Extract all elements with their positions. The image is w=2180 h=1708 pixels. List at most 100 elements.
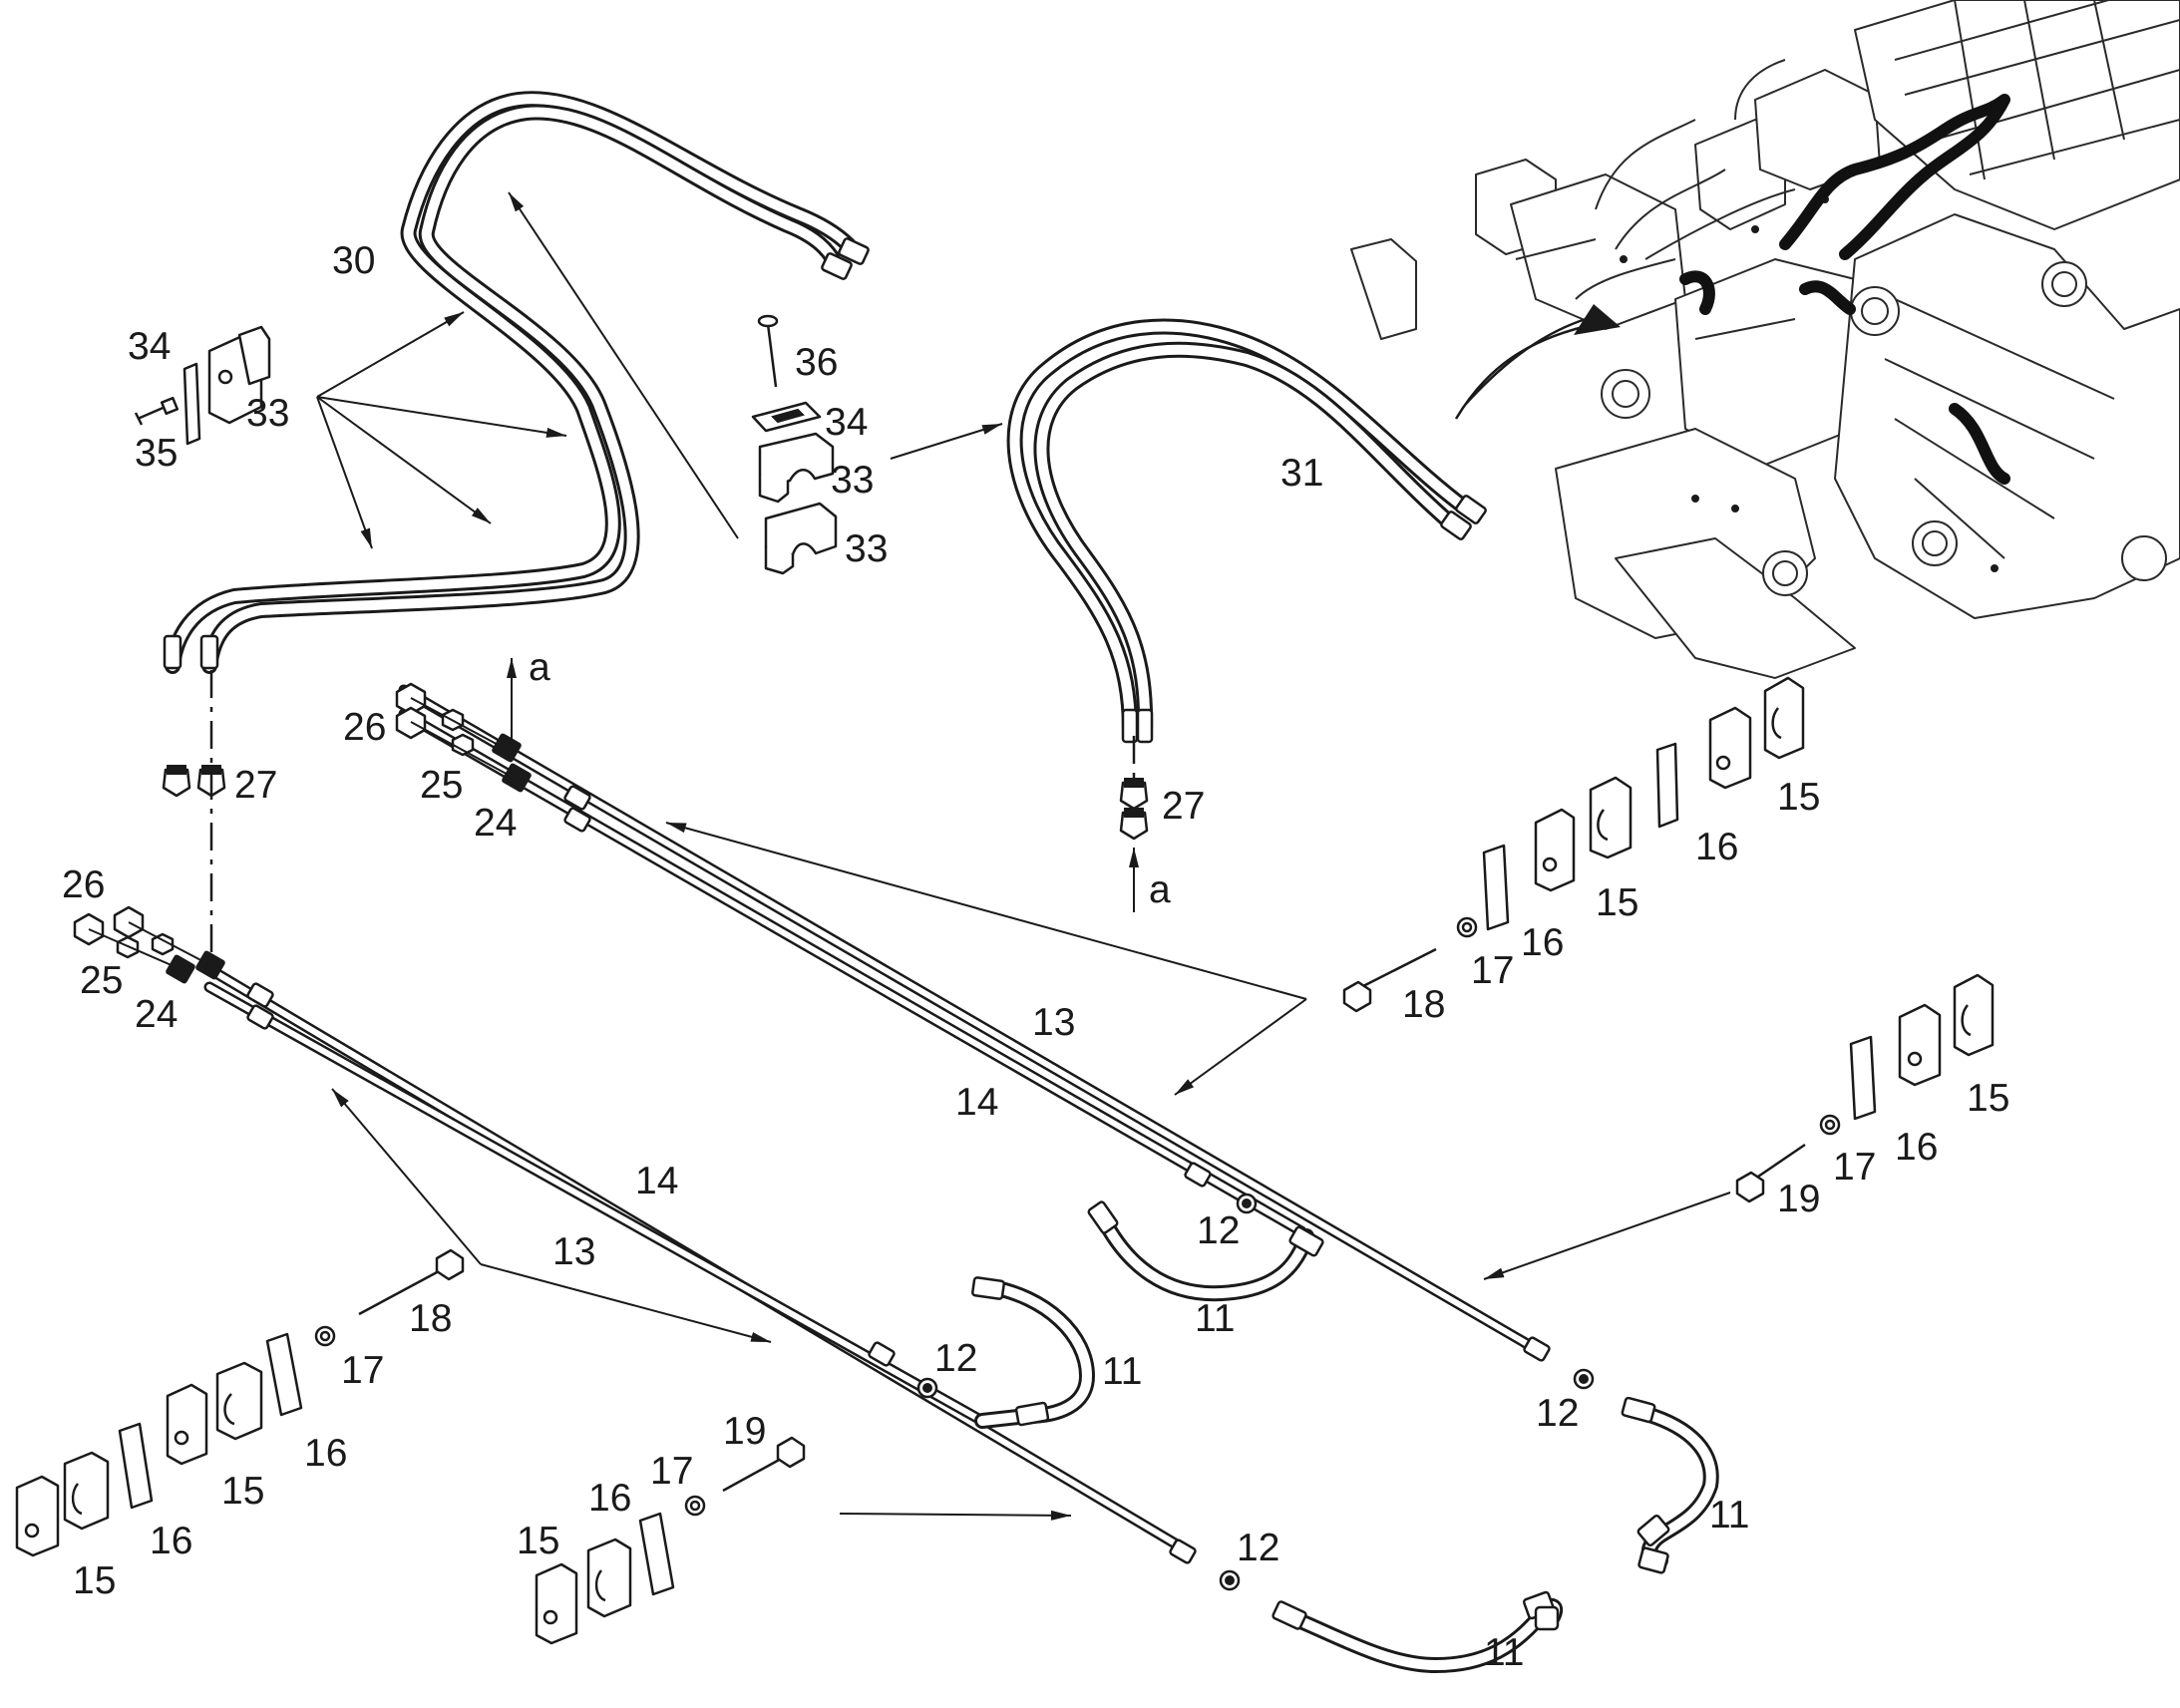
nut-27-left (162, 765, 226, 798)
label-25: 25 (420, 764, 463, 807)
label-12: 12 (1237, 1527, 1279, 1569)
label-15: 15 (221, 1470, 264, 1513)
label-16: 16 (1895, 1126, 1938, 1169)
clamp-half-icon (535, 1562, 578, 1645)
leader-arrows (316, 191, 1731, 1521)
washer-icon (1456, 916, 1478, 938)
clamp-half-icon (166, 1383, 208, 1466)
clamp-set-top-left (134, 325, 271, 446)
clamp-half-icon (215, 1361, 263, 1441)
clamp-set-lower-left (15, 1248, 465, 1557)
fitting-icon (502, 763, 532, 793)
label-11: 11 (1102, 1350, 1143, 1393)
label-16: 16 (1521, 921, 1564, 964)
pipe-13-upper (398, 684, 1537, 1352)
label-15: 15 (1967, 1077, 2009, 1120)
label-13: 13 (1032, 1001, 1075, 1044)
clamp-half-icon (237, 325, 271, 386)
hose-11-right (1621, 1396, 1719, 1574)
washer-icon (314, 1325, 336, 1347)
label-31: 31 (1280, 452, 1323, 495)
label-16: 16 (304, 1432, 347, 1475)
clamp-half-icon (15, 1475, 60, 1557)
label-19: 19 (723, 1410, 766, 1453)
label-15: 15 (73, 1559, 116, 1602)
label-14: 14 (955, 1081, 998, 1124)
label-a: a (529, 646, 550, 689)
clamp-half-icon (1953, 973, 1995, 1057)
label-13: 13 (552, 1230, 595, 1273)
bolt-icon (722, 1436, 806, 1493)
nut-12-group (916, 1193, 1595, 1591)
label-12: 12 (1197, 1209, 1240, 1252)
hose-fitting (163, 237, 870, 670)
clamp-set-top-center (751, 314, 838, 575)
nut-icon (1219, 1569, 1241, 1591)
bolt-icon (358, 1248, 465, 1316)
label-14: 14 (635, 1160, 678, 1202)
hose-30 (163, 91, 870, 674)
clamp-half-icon (1898, 1003, 1942, 1087)
label-17: 17 (1471, 949, 1514, 992)
label-17: 17 (1833, 1146, 1876, 1189)
label-26: 26 (62, 863, 105, 906)
label-35: 35 (135, 432, 178, 475)
label-17: 17 (341, 1349, 384, 1392)
label-16: 16 (150, 1520, 192, 1562)
bolt-icon (757, 314, 779, 388)
plate-icon (1655, 742, 1679, 829)
label-24: 24 (474, 802, 517, 845)
plate-icon (118, 1422, 154, 1510)
label-30: 30 (332, 239, 375, 282)
plate-icon (638, 1512, 675, 1596)
hose-11-middle (971, 1276, 1095, 1429)
clamp-half-icon (586, 1537, 632, 1618)
pipe-13-lower (203, 981, 988, 1427)
hose-fitting (1121, 495, 1487, 744)
bolt-icon (1735, 1143, 1806, 1203)
clamp-half-icon (1589, 776, 1633, 859)
nut-icon (1119, 808, 1149, 841)
hose-31 (1006, 318, 1487, 744)
clamp-half-icon (1534, 808, 1576, 892)
plate-icon (1482, 844, 1510, 931)
nut-icon (451, 733, 475, 757)
pipe-14-upper (398, 708, 1307, 1237)
part-labels: 30 34 33 35 36 34 33 33 31 27 27 a a 26 … (62, 239, 2009, 1674)
plate-icon (182, 362, 201, 446)
label-16: 16 (588, 1477, 631, 1520)
hose-11-bottom (1272, 1590, 1564, 1673)
nut-27-right (1119, 778, 1149, 841)
clamp-half-icon (63, 1451, 110, 1531)
nut-icon (1236, 1193, 1258, 1214)
bolt-icon (134, 396, 180, 426)
label-19: 19 (1777, 1178, 1820, 1220)
plate-icon (751, 401, 822, 433)
label-15: 15 (517, 1520, 559, 1562)
label-36: 36 (795, 341, 838, 384)
plate-icon (1849, 1035, 1877, 1121)
label-26: 26 (343, 706, 386, 749)
label-34: 34 (825, 401, 868, 444)
pipe-fittings (246, 785, 1551, 1564)
clamp-half-icon (1763, 676, 1805, 760)
label-a: a (1149, 868, 1171, 911)
label-27: 27 (234, 764, 277, 807)
fitting-set-lower (73, 905, 225, 984)
label-11: 11 (1195, 1297, 1236, 1340)
nut-icon (162, 765, 191, 798)
clamp-half-icon (1708, 706, 1752, 790)
nut-icon (916, 1377, 938, 1399)
label-12: 12 (934, 1337, 977, 1380)
clamp-set-lower-middle (535, 1436, 806, 1645)
bolt-icon (1342, 947, 1437, 1013)
label-24: 24 (135, 993, 178, 1036)
label-25: 25 (80, 959, 123, 1002)
clamp-set-mid-right (1735, 973, 1995, 1203)
nut-icon (1573, 1368, 1595, 1390)
label-33: 33 (845, 527, 888, 570)
label-16: 16 (1695, 826, 1738, 868)
hose-11-upper (1087, 1200, 1324, 1302)
nut-icon (151, 932, 175, 956)
plate-icon (265, 1332, 303, 1417)
